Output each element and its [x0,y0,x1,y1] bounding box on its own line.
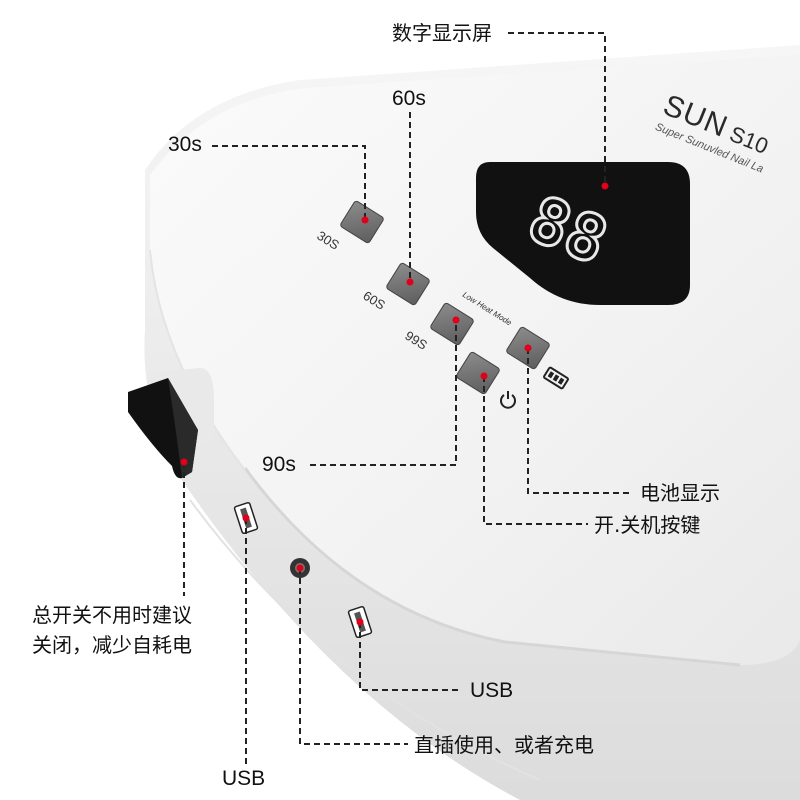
battery-icon [543,366,569,390]
callout-usb-left: USB [222,767,266,790]
power-icon [500,391,516,409]
callout-90s: 90s [262,453,296,476]
leader-usb-right [359,622,462,691]
callout-usb-right: USB [470,679,514,702]
callout-display: 数字显示屏 [392,21,492,45]
marker-dc [296,564,304,572]
marker-usb-right [356,618,364,626]
marker-display [601,182,609,190]
marker-30s [361,216,369,224]
marker-power [480,372,488,380]
digital-display: 88 [476,162,690,305]
leader-90s [310,320,457,466]
callout-power: 开.关机按键 [594,513,701,537]
marker-90s [452,316,460,324]
callout-battery: 电池显示 [640,481,720,505]
callout-switch-line2: 关闭，减少自耗电 [32,633,192,657]
leader-dc [299,568,408,745]
marker-60s [406,278,414,286]
button-power[interactable] [456,351,501,395]
marker-switch [180,458,188,466]
main-power-switch[interactable] [128,368,214,479]
leader-30s [212,145,366,220]
marker-dots [180,182,609,626]
callout-switch-line1: 总开关不用时建议 [32,603,192,627]
leader-display [508,32,606,186]
marker-battery [524,344,532,352]
button-30s[interactable] [340,200,385,244]
leader-lines [183,32,632,766]
leader-battery [527,348,632,494]
callout-60s: 60s [392,87,426,110]
callout-30s: 30s [168,133,202,156]
marker-usb-left [242,514,250,522]
callout-dc: 直插使用、或者充电 [414,733,594,757]
button-99s[interactable] [430,302,475,346]
